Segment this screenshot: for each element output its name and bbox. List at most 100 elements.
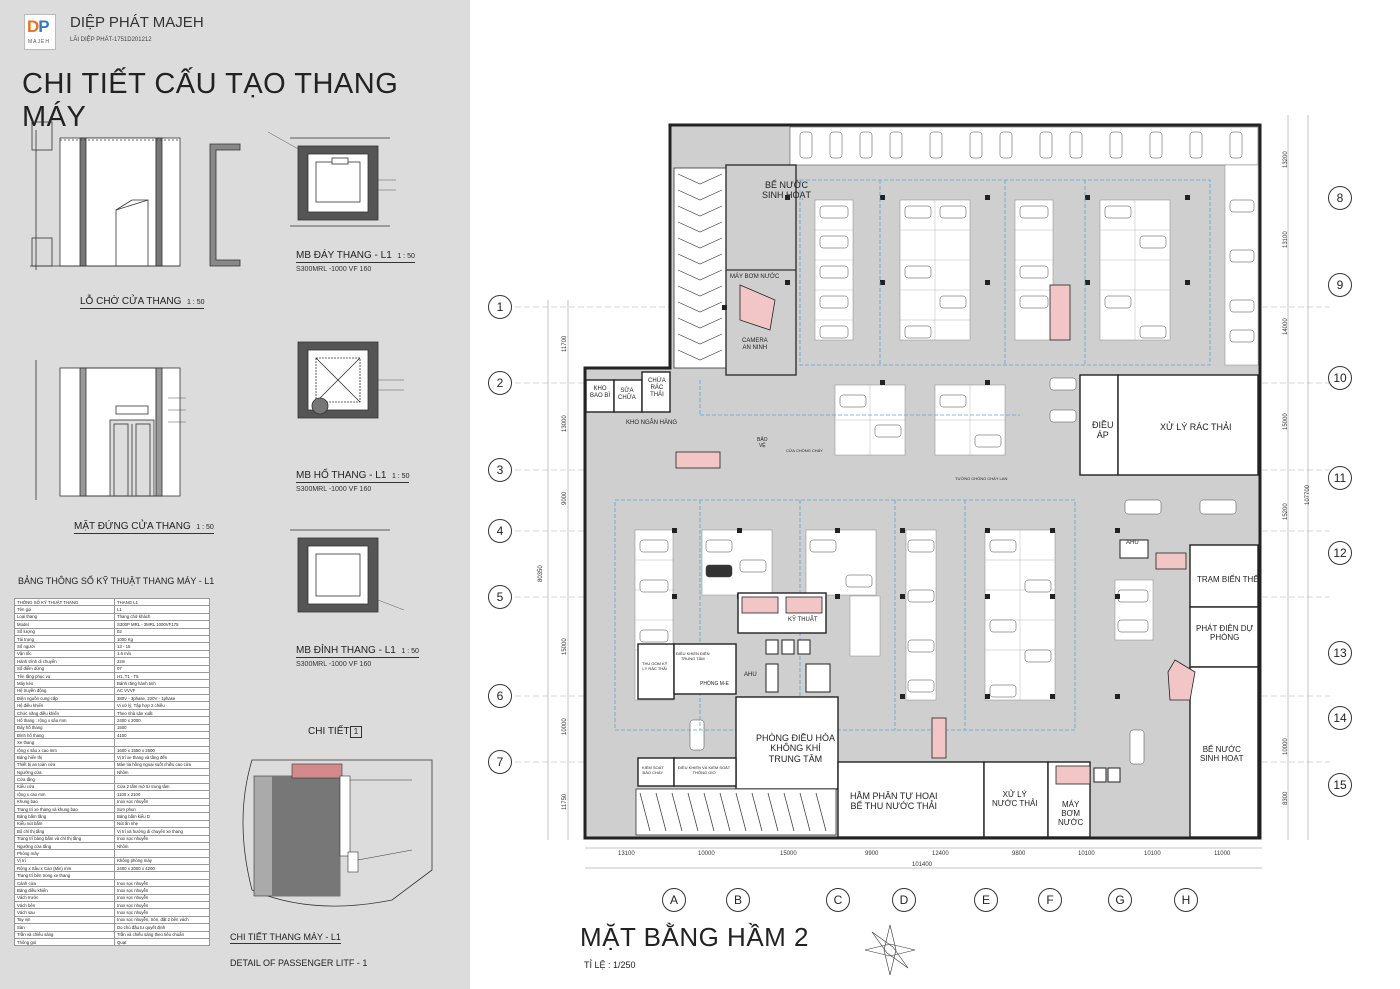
spec-key: Rộng x Sâu x Cao (Min) mm xyxy=(14,864,115,873)
spec-value: Thang chở khách xyxy=(114,612,210,622)
spec-value: Vi xử lý, Tập hợp 2 chiều xyxy=(114,701,210,710)
dim-bottom: 9900 xyxy=(865,851,879,857)
spec-key: Đỉnh hố thang xyxy=(14,731,115,740)
columns xyxy=(672,195,1190,699)
dimension-lines xyxy=(547,115,1309,869)
spec-key: Ngưỡng cửa tầng xyxy=(14,841,115,851)
spec-value: Màn tia hồng ngoại suốt chiều cao cửa xyxy=(114,760,210,770)
dim-right: 10000 xyxy=(1283,738,1289,755)
room-bao-ve: BẢO VỆ xyxy=(757,437,768,449)
caption-lo-cho: LỖ CHỜ CỬA THANG 1 : 50 xyxy=(80,296,205,309)
brand-subtitle: LÃI DIỆP PHÁT-1751D201212 xyxy=(70,37,152,43)
service-rooms xyxy=(585,371,1259,838)
caption-dinh-text: MB ĐỈNH THANG - L1 xyxy=(296,645,396,656)
grid-bubble-bottom: E xyxy=(974,888,998,912)
spec-value: Inox sọc nhuyễn xyxy=(114,893,210,903)
grid-bubble-right: 8 xyxy=(1328,186,1352,210)
door-opening-section xyxy=(30,121,181,270)
dim-bottom: 13100 xyxy=(618,851,635,857)
basement-floor-plan xyxy=(515,115,1330,869)
grid-bubble-bottom: A xyxy=(662,888,686,912)
spec-value: 1500 xyxy=(114,723,210,733)
spec-key: Máy kéo xyxy=(14,679,115,688)
spec-key: Số điểm dừng xyxy=(14,664,115,673)
door-elevation xyxy=(35,360,181,500)
detail-title: CHI TIẾT xyxy=(308,726,350,737)
room-ahu-right: AHU xyxy=(1126,540,1139,546)
spec-value: 4100 xyxy=(114,731,210,740)
spec-value: 02 xyxy=(114,627,210,636)
spec-key: Thông gió xyxy=(14,937,115,947)
room-kiem-soat: KIỂM SOÁT BÁO CHÁY xyxy=(642,765,664,775)
spec-row: Xe thang xyxy=(14,738,210,747)
spec-key: Thiết bị an toàn cửa xyxy=(14,760,115,770)
spec-key: Điện nguồn cung cấp xyxy=(14,694,115,703)
dim-left: 13000 xyxy=(562,415,568,432)
spec-value xyxy=(114,738,210,747)
pit-plan xyxy=(297,341,379,419)
spec-value: Vị trí và hướng di chuyển xe thang xyxy=(114,827,210,836)
spec-row: Phòng máy xyxy=(14,849,210,858)
detail-number: 1 xyxy=(350,726,362,738)
spec-value: AC VVVF xyxy=(114,686,210,696)
grid-bubble-right: 11 xyxy=(1328,466,1352,490)
spec-key: Tên gọi xyxy=(14,605,115,614)
spec-key: Trần và chiếu sáng xyxy=(14,930,115,939)
dim-bottom: 11000 xyxy=(1214,851,1231,857)
dim-right-total: 107700 xyxy=(1305,484,1311,505)
spec-value: 1.6 m/s xyxy=(114,649,210,659)
dim-left: 11700 xyxy=(562,335,568,352)
spec-key: Ngưỡng cửa xyxy=(14,767,115,777)
room-dieu-khien-thong-gio: ĐIỀU KHIỂN VÀ KIỂM SOÁT THÔNG GIÓ xyxy=(678,765,731,775)
caption-day-text: MB ĐÁY THANG - L1 xyxy=(296,250,392,261)
dim-bottom: 12400 xyxy=(932,851,949,857)
spec-key: THÔNG SỐ KỸ THUẬT THANG xyxy=(14,597,115,607)
dim-bottom: 10000 xyxy=(698,851,715,857)
company-logo: DP MAJEH xyxy=(24,14,56,50)
grid-bubble-left: 5 xyxy=(488,585,512,609)
spec-key: Vách sau xyxy=(14,908,115,917)
room-chua-rac: CHỨA RÁC THẢI xyxy=(648,378,666,398)
spec-value: Inox sọc nhuyễn xyxy=(114,797,210,806)
dim-right: 15000 xyxy=(1283,413,1289,430)
ramp-top xyxy=(673,167,727,369)
spec-key: Đáy hố thang xyxy=(14,723,115,733)
spec-value: 07 xyxy=(114,664,210,673)
grid-bubble-right: 12 xyxy=(1328,541,1352,565)
spec-key: rộng x sâu x cao mm xyxy=(14,745,115,755)
spec-table-title: BẢNG THÔNG SỐ KỸ THUẬT THANG MÁY - L1 xyxy=(18,576,215,586)
spec-key: Trang trí bảng bấm và chỉ thị tầng xyxy=(14,834,115,843)
dim-right: 13200 xyxy=(1283,151,1289,168)
spec-value xyxy=(114,775,210,784)
spec-key: Số người xyxy=(14,642,115,651)
spec-row: Trang trí bên trong xe thang xyxy=(14,871,210,880)
dim-bottom-total: 101400 xyxy=(912,862,933,868)
spec-key: Bộ chỉ thị tầng xyxy=(14,827,115,836)
spec-row: Cửa tầng xyxy=(14,775,210,784)
spec-value: Bảng bấm kiểu D xyxy=(114,812,210,821)
spec-value: Nút ấn nhẹ xyxy=(114,819,210,829)
grid-bubble-right: 9 xyxy=(1328,273,1352,297)
caption-day-sub: S300MRL -1000 VF 160 xyxy=(296,266,372,273)
room-xu-ly-rac: XỬ LÝ RÁC THẢI xyxy=(1160,422,1232,432)
dim-right: 8300 xyxy=(1283,791,1289,805)
dim-right: 13100 xyxy=(1283,231,1289,248)
dim-bottom: 10100 xyxy=(1144,851,1161,857)
